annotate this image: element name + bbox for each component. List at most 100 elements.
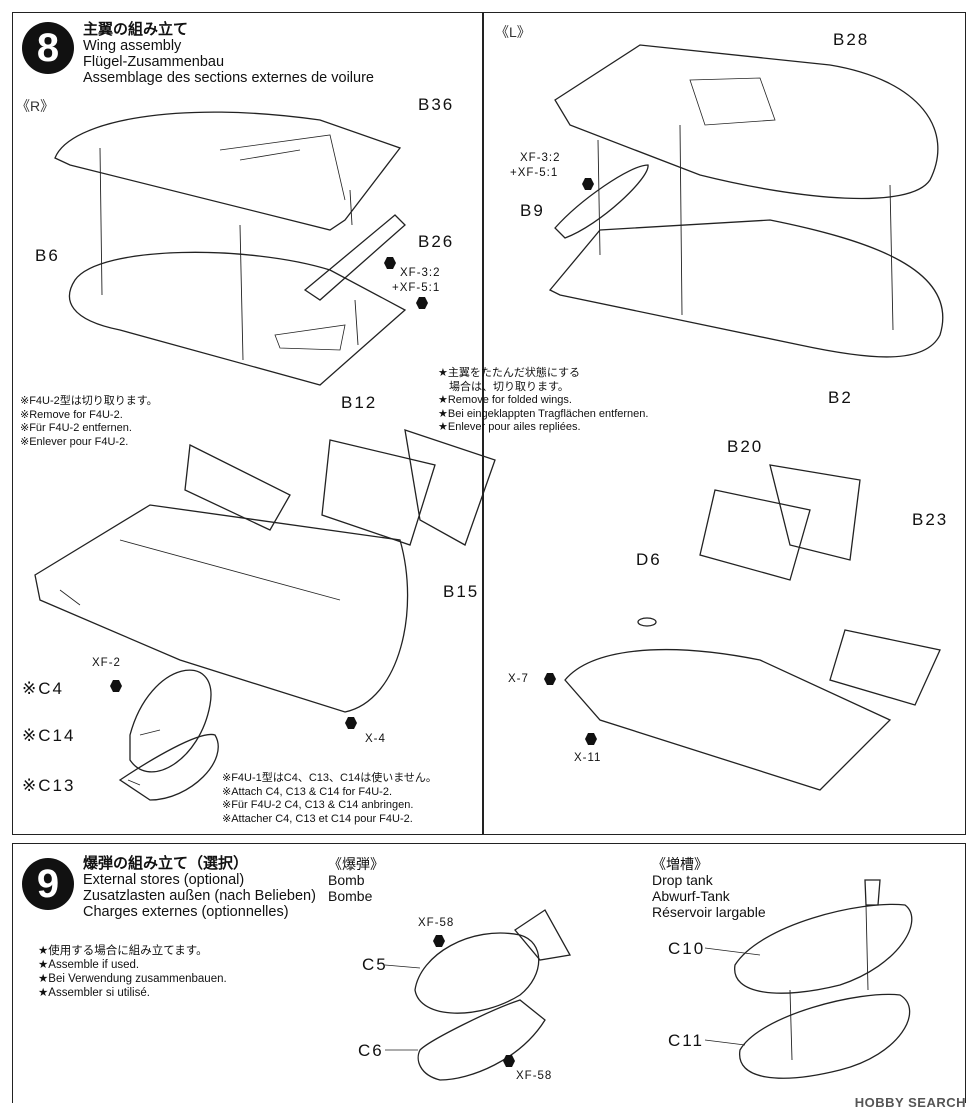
part-label-c14: ※C14 — [22, 726, 76, 745]
flap-b20 — [699, 489, 811, 581]
tank-heading-de: Abwurf-Tank — [652, 888, 730, 904]
step9-note-de: ★Bei Verwendung zusammenbauen. — [38, 973, 227, 985]
wing-b28-upper — [554, 44, 939, 200]
note-folded-de: ★Bei eingeklappten Tragflächen entfernen… — [438, 407, 649, 420]
wing-b6-lower — [68, 251, 407, 386]
flap-b15 — [404, 429, 496, 546]
flap-b23 — [769, 464, 861, 561]
bomb-heading: 《爆弾》 Bomb Bombe — [328, 856, 384, 904]
screw-icon — [345, 717, 357, 729]
side-label-l: 《L》 — [495, 24, 531, 40]
step8-divider — [482, 12, 484, 835]
step8-title-en: Wing assembly — [83, 38, 182, 54]
fairing-c13 — [118, 733, 219, 801]
screw-label-xf3-r: XF-3:2 — [400, 267, 441, 279]
step9-title: 爆弾の組み立て（選択） External stores (optional) Z… — [83, 855, 316, 921]
screw-label-xf2: XF-2 — [92, 657, 121, 669]
step8-number-badge: 8 — [22, 22, 74, 74]
note-f4u1-jp: ※F4U-1型はC4、C13、C14は使いません。 — [222, 772, 437, 784]
step9-number-badge: 9 — [22, 858, 74, 910]
screw-icon — [110, 680, 122, 692]
part-label-b12: B12 — [341, 393, 378, 412]
part-label-b26: B26 — [418, 232, 455, 251]
part-label-d6: D6 — [636, 550, 662, 569]
d6-part — [637, 617, 657, 627]
part-label-b36: B36 — [418, 95, 455, 114]
screw-icon — [433, 935, 445, 947]
step8-panel — [12, 12, 966, 835]
screw-label-xf58-top: XF-58 — [418, 917, 455, 929]
step9-title-jp: 爆弾の組み立て（選択） — [83, 855, 249, 872]
note-folded-wings: ★主翼をたたんだ状態にする 場合は、切り取ります。 ★Remove for fo… — [438, 367, 648, 435]
screw-icon — [503, 1055, 515, 1067]
note-f4u2-jp: ※F4U-2型は切り取ります。 — [20, 395, 158, 407]
part-label-c11: C11 — [668, 1031, 704, 1050]
screw-label-xf5-l: +XF-5:1 — [510, 167, 559, 179]
wing-b36-upper — [54, 111, 402, 231]
note-f4u2-fr: ※Enlever pour F4U-2. — [20, 435, 129, 448]
wing-b2-lower — [548, 219, 944, 358]
step9-note: ★使用する場合に組み立てます。 ★Assemble if used. ★Bei … — [38, 944, 227, 1000]
screw-label-x4: X-4 — [365, 733, 386, 745]
flap-b12 — [321, 439, 436, 546]
flap-lower-l — [829, 629, 941, 706]
screw-icon — [544, 673, 556, 685]
part-label-b20: B20 — [727, 437, 764, 456]
flap-left-r — [184, 444, 291, 531]
screw-icon — [416, 297, 428, 309]
part-label-b15: B15 — [443, 582, 480, 601]
bomb-c5 — [414, 932, 540, 1014]
step8-title-de: Flügel-Zusammenbau — [83, 54, 225, 70]
note-f4u1-en: ※Attach C4, C13 & C14 for F4U-2. — [222, 785, 393, 798]
tank-heading: 《増槽》 Drop tank Abwurf-Tank Réservoir lar… — [652, 856, 766, 920]
part-label-c5: C5 — [362, 955, 388, 974]
screw-icon — [384, 257, 396, 269]
tank-c11 — [739, 993, 911, 1079]
tank-heading-en: Drop tank — [652, 872, 713, 888]
part-label-b23: B23 — [912, 510, 949, 529]
note-f4u1: ※F4U-1型はC4、C13、C14は使いません。 ※Attach C4, C1… — [222, 772, 437, 826]
fairing-c14 — [129, 669, 212, 773]
step8-title-fr: Assemblage des sections externes de voil… — [83, 70, 374, 86]
side-label-r: 《R》 — [16, 98, 55, 114]
screw-label-xf58-bottom: XF-58 — [516, 1070, 553, 1082]
outer-wing-l — [564, 648, 892, 791]
step9-note-fr: ★Assembler si utilisé. — [38, 987, 150, 999]
screw-label-xf3-l: XF-3:2 — [520, 152, 561, 164]
step8-title-jp: 主翼の組み立て — [83, 21, 189, 38]
part-label-c13: ※C13 — [22, 776, 76, 795]
screw-icon — [582, 178, 594, 190]
part-label-b6: B6 — [35, 246, 60, 265]
screw-label-x11: X-11 — [574, 752, 602, 764]
step9-title-fr: Charges externes (optionnelles) — [83, 904, 289, 920]
watermark: HOBBY SEARCH — [854, 1095, 966, 1110]
part-label-b2: B2 — [828, 388, 853, 407]
step9-note-en: ★Assemble if used. — [38, 959, 140, 971]
part-label-c6: C6 — [358, 1041, 384, 1060]
part-label-b9: B9 — [520, 201, 545, 220]
note-f4u2-de: ※Für F4U-2 entfernen. — [20, 422, 132, 434]
bomb-heading-fr: Bombe — [328, 888, 373, 904]
bomb-heading-en: Bomb — [328, 872, 365, 888]
part-label-c4: ※C4 — [22, 679, 64, 698]
bomb-c6 — [417, 999, 546, 1081]
part-label-c10: C10 — [668, 939, 706, 958]
tank-heading-jp: 《増槽》 — [652, 856, 708, 872]
note-f4u1-de: ※Für F4U-2 C4, C13 & C14 anbringen. — [222, 799, 414, 811]
note-folded-fr: ★Enlever pour ailes repliées. — [438, 421, 581, 433]
screw-label-xf5-r: +XF-5:1 — [392, 282, 441, 294]
tank-heading-fr: Réservoir largable — [652, 904, 766, 920]
step9-panel — [12, 843, 966, 1103]
step8-title: 主翼の組み立て Wing assembly Flügel-Zusammenbau… — [83, 21, 374, 87]
outer-wing-r — [34, 504, 409, 713]
note-folded-jp2: 場合は、切り取ります。 — [438, 380, 569, 393]
step9-title-en: External stores (optional) — [83, 872, 245, 888]
note-f4u2-remove: ※F4U-2型は切り取ります。 ※Remove for F4U-2. ※Für … — [20, 395, 158, 449]
screw-label-x7: X-7 — [508, 673, 529, 685]
note-folded-en: ★Remove for folded wings. — [438, 394, 572, 406]
rib-b26 — [303, 214, 406, 301]
note-folded-jp1: ★主翼をたたんだ状態にする — [438, 367, 580, 379]
step9-note-jp: ★使用する場合に組み立てます。 — [38, 945, 208, 957]
step9-title-de: Zusatzlasten außen (nach Belieben) — [83, 888, 316, 904]
